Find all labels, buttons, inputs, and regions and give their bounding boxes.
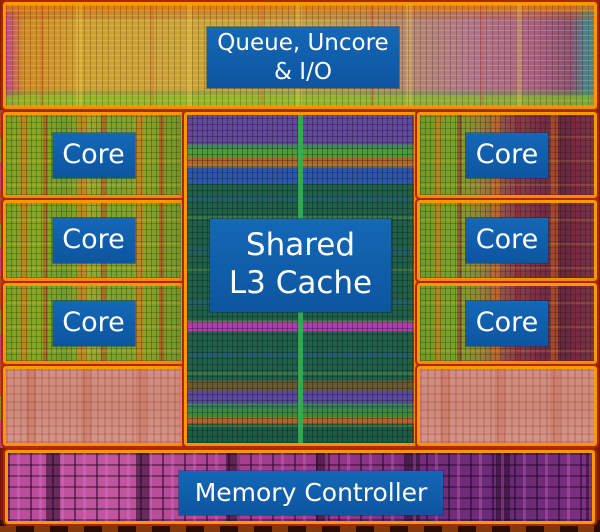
core-label: Core — [52, 218, 135, 263]
region-core-right-2: Core — [417, 200, 597, 281]
queue-uncore-io-label-line1: Queue, Uncore — [217, 30, 389, 57]
region-unlabeled-block-right — [417, 366, 597, 446]
region-memory-controller: Memory Controller — [5, 450, 595, 524]
region-unlabeled-block-left — [3, 366, 184, 446]
queue-uncore-io-label-line2: & I/O — [274, 58, 332, 85]
region-queue-uncore-io: Queue, Uncore & I/O — [3, 2, 597, 109]
core-label: Core — [466, 132, 548, 178]
memory-controller-label: Memory Controller — [179, 471, 443, 515]
region-core-left-3: Core — [3, 283, 184, 364]
core-label: Core — [466, 301, 548, 346]
l3-cache-label: Shared L3 Cache — [210, 218, 391, 312]
region-core-right-3: Core — [417, 283, 597, 364]
region-core-right-1: Core — [417, 112, 597, 198]
region-shared-l3-cache: Shared L3 Cache — [184, 112, 417, 446]
core-label: Core — [52, 132, 135, 178]
l3-cache-label-line1: Shared — [245, 227, 356, 264]
core-label: Core — [466, 218, 548, 263]
core-label: Core — [52, 301, 135, 346]
l3-cache-label-line2: L3 Cache — [228, 265, 373, 301]
region-core-left-2: Core — [3, 200, 184, 281]
queue-uncore-io-label: Queue, Uncore & I/O — [207, 27, 399, 88]
region-core-left-1: Core — [3, 112, 184, 198]
